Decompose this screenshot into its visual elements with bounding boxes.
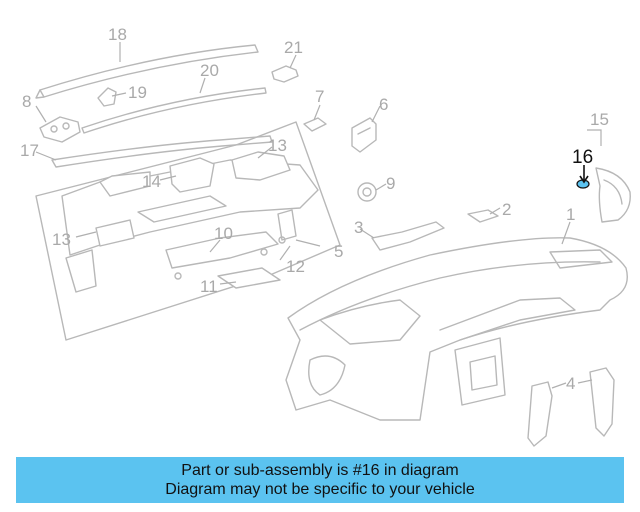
part-17 <box>51 135 273 168</box>
part-4 <box>527 367 615 447</box>
part-18 <box>35 44 259 99</box>
part-5-frame <box>35 121 341 341</box>
callout-13-lower: 13 <box>52 230 71 249</box>
banner-line-part-number: Part or sub-assembly is #16 in diagram <box>181 462 459 479</box>
part-19 <box>97 87 117 107</box>
callout-11: 11 <box>200 277 218 296</box>
callout-18: 18 <box>108 25 127 44</box>
part-2 <box>467 209 499 223</box>
parts-diagram: 18 21 20 8 19 7 6 17 13 14 9 15 16 13 10… <box>20 25 631 447</box>
part-20 <box>81 87 267 134</box>
callout-12: 12 <box>286 257 305 276</box>
callout-17: 17 <box>20 141 39 160</box>
callout-3: 3 <box>354 218 363 237</box>
callout-labels: 18 21 20 8 19 7 6 17 13 14 9 15 16 13 10… <box>20 25 609 393</box>
callout-16-highlighted: 16 <box>572 147 593 168</box>
part-3 <box>371 221 445 251</box>
callout-5: 5 <box>334 242 343 261</box>
callout-21: 21 <box>284 38 303 57</box>
part-6 <box>351 117 377 153</box>
callout-13-upper: 13 <box>268 136 287 155</box>
part-21 <box>271 65 299 83</box>
callout-1: 1 <box>566 205 575 224</box>
callout-15: 15 <box>590 110 609 129</box>
duct-assembly <box>61 151 319 293</box>
leader-lines <box>35 42 602 389</box>
part-9 <box>357 182 377 202</box>
callout-9: 9 <box>386 174 395 193</box>
callout-14: 14 <box>142 172 161 191</box>
callout-20: 20 <box>200 61 219 80</box>
callout-10: 10 <box>214 224 233 243</box>
part-1-instrument-panel <box>285 237 628 421</box>
part-7 <box>303 117 327 132</box>
part-8 <box>39 116 81 143</box>
info-banner: Part or sub-assembly is #16 in diagram D… <box>16 457 624 503</box>
callout-2: 2 <box>502 200 511 219</box>
banner-line-disclaimer: Diagram may not be specific to your vehi… <box>165 481 475 498</box>
callout-19: 19 <box>128 83 147 102</box>
callout-7: 7 <box>315 87 324 106</box>
callout-4: 4 <box>566 374 575 393</box>
callout-8: 8 <box>22 92 31 111</box>
callout-6: 6 <box>379 95 388 114</box>
part-15 <box>595 167 631 223</box>
